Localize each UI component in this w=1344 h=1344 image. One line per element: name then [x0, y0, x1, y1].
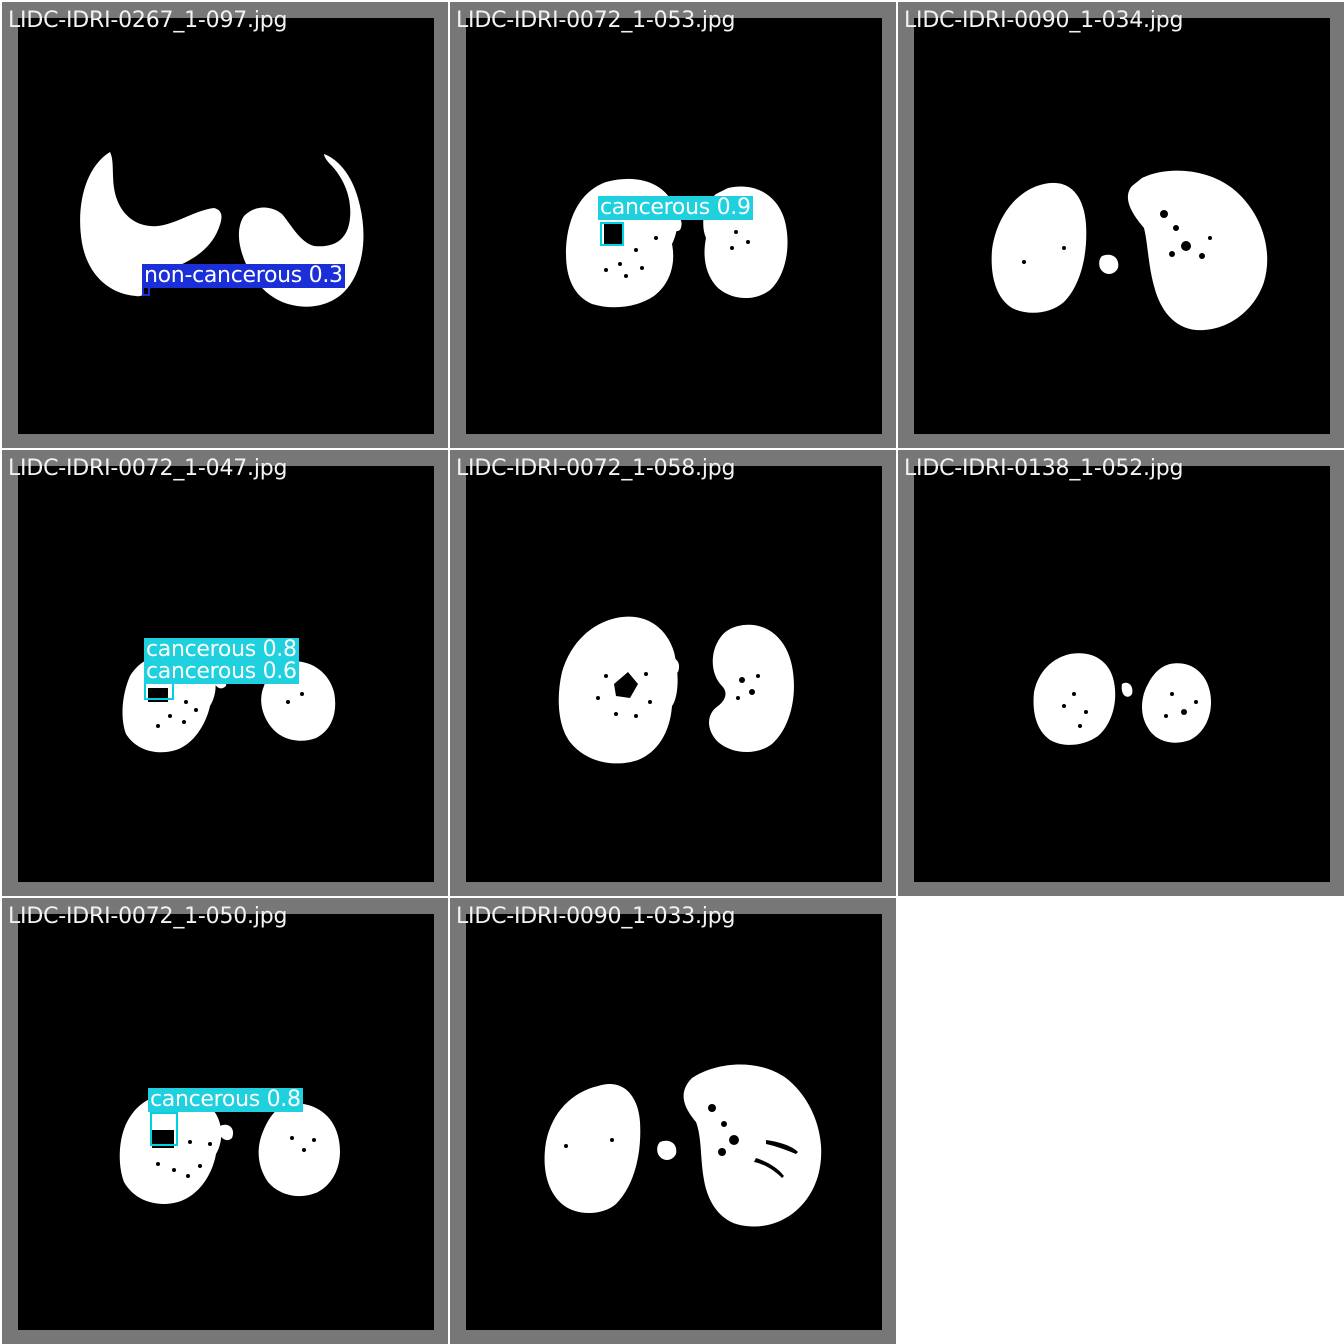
detection-label-cancerous: cancerous 0.9	[598, 195, 753, 220]
ct-scan-image	[18, 18, 434, 434]
ct-scan-image	[466, 914, 882, 1330]
image-tile[interactable]: LIDC-IDRI-0072_1-047.jpg cancerous 0.8 c…	[2, 450, 448, 896]
detection-label-cancerous: cancerous 0.8	[144, 637, 299, 662]
image-tile[interactable]: LIDC-IDRI-0090_1-033.jpg	[450, 898, 896, 1344]
ct-scan-image	[18, 914, 434, 1330]
image-filename: LIDC-IDRI-0138_1-052.jpg	[904, 456, 1184, 481]
detection-label-non-cancerous: non-cancerous 0.3	[142, 263, 345, 288]
detection-box-cancerous	[150, 1112, 178, 1146]
image-filename: LIDC-IDRI-0072_1-050.jpg	[8, 904, 288, 929]
ct-scan-image	[914, 466, 1330, 882]
detection-label-cancerous: cancerous 0.8	[148, 1087, 303, 1112]
image-tile[interactable]: LIDC-IDRI-0072_1-050.jpg cancerous 0.8	[2, 898, 448, 1344]
image-filename: LIDC-IDRI-0090_1-033.jpg	[456, 904, 736, 929]
detection-label-cancerous: cancerous 0.6	[144, 659, 299, 684]
ct-scan-image	[466, 466, 882, 882]
image-tile[interactable]: LIDC-IDRI-0072_1-058.jpg	[450, 450, 896, 896]
image-filename: LIDC-IDRI-0072_1-053.jpg	[456, 8, 736, 33]
ct-scan-image	[914, 18, 1330, 434]
image-filename: LIDC-IDRI-0267_1-097.jpg	[8, 8, 288, 33]
image-tile[interactable]: LIDC-IDRI-0267_1-097.jpg non-cancerous 0…	[2, 2, 448, 448]
ct-scan-image	[466, 18, 882, 434]
image-tile[interactable]: LIDC-IDRI-0072_1-053.jpg cancerous 0.9	[450, 2, 896, 448]
image-tile[interactable]: LIDC-IDRI-0090_1-034.jpg	[898, 2, 1344, 448]
image-filename: LIDC-IDRI-0072_1-047.jpg	[8, 456, 288, 481]
detection-box-cancerous	[600, 222, 624, 246]
image-tile[interactable]: LIDC-IDRI-0138_1-052.jpg	[898, 450, 1344, 896]
image-filename: LIDC-IDRI-0072_1-058.jpg	[456, 456, 736, 481]
image-filename: LIDC-IDRI-0090_1-034.jpg	[904, 8, 1184, 33]
